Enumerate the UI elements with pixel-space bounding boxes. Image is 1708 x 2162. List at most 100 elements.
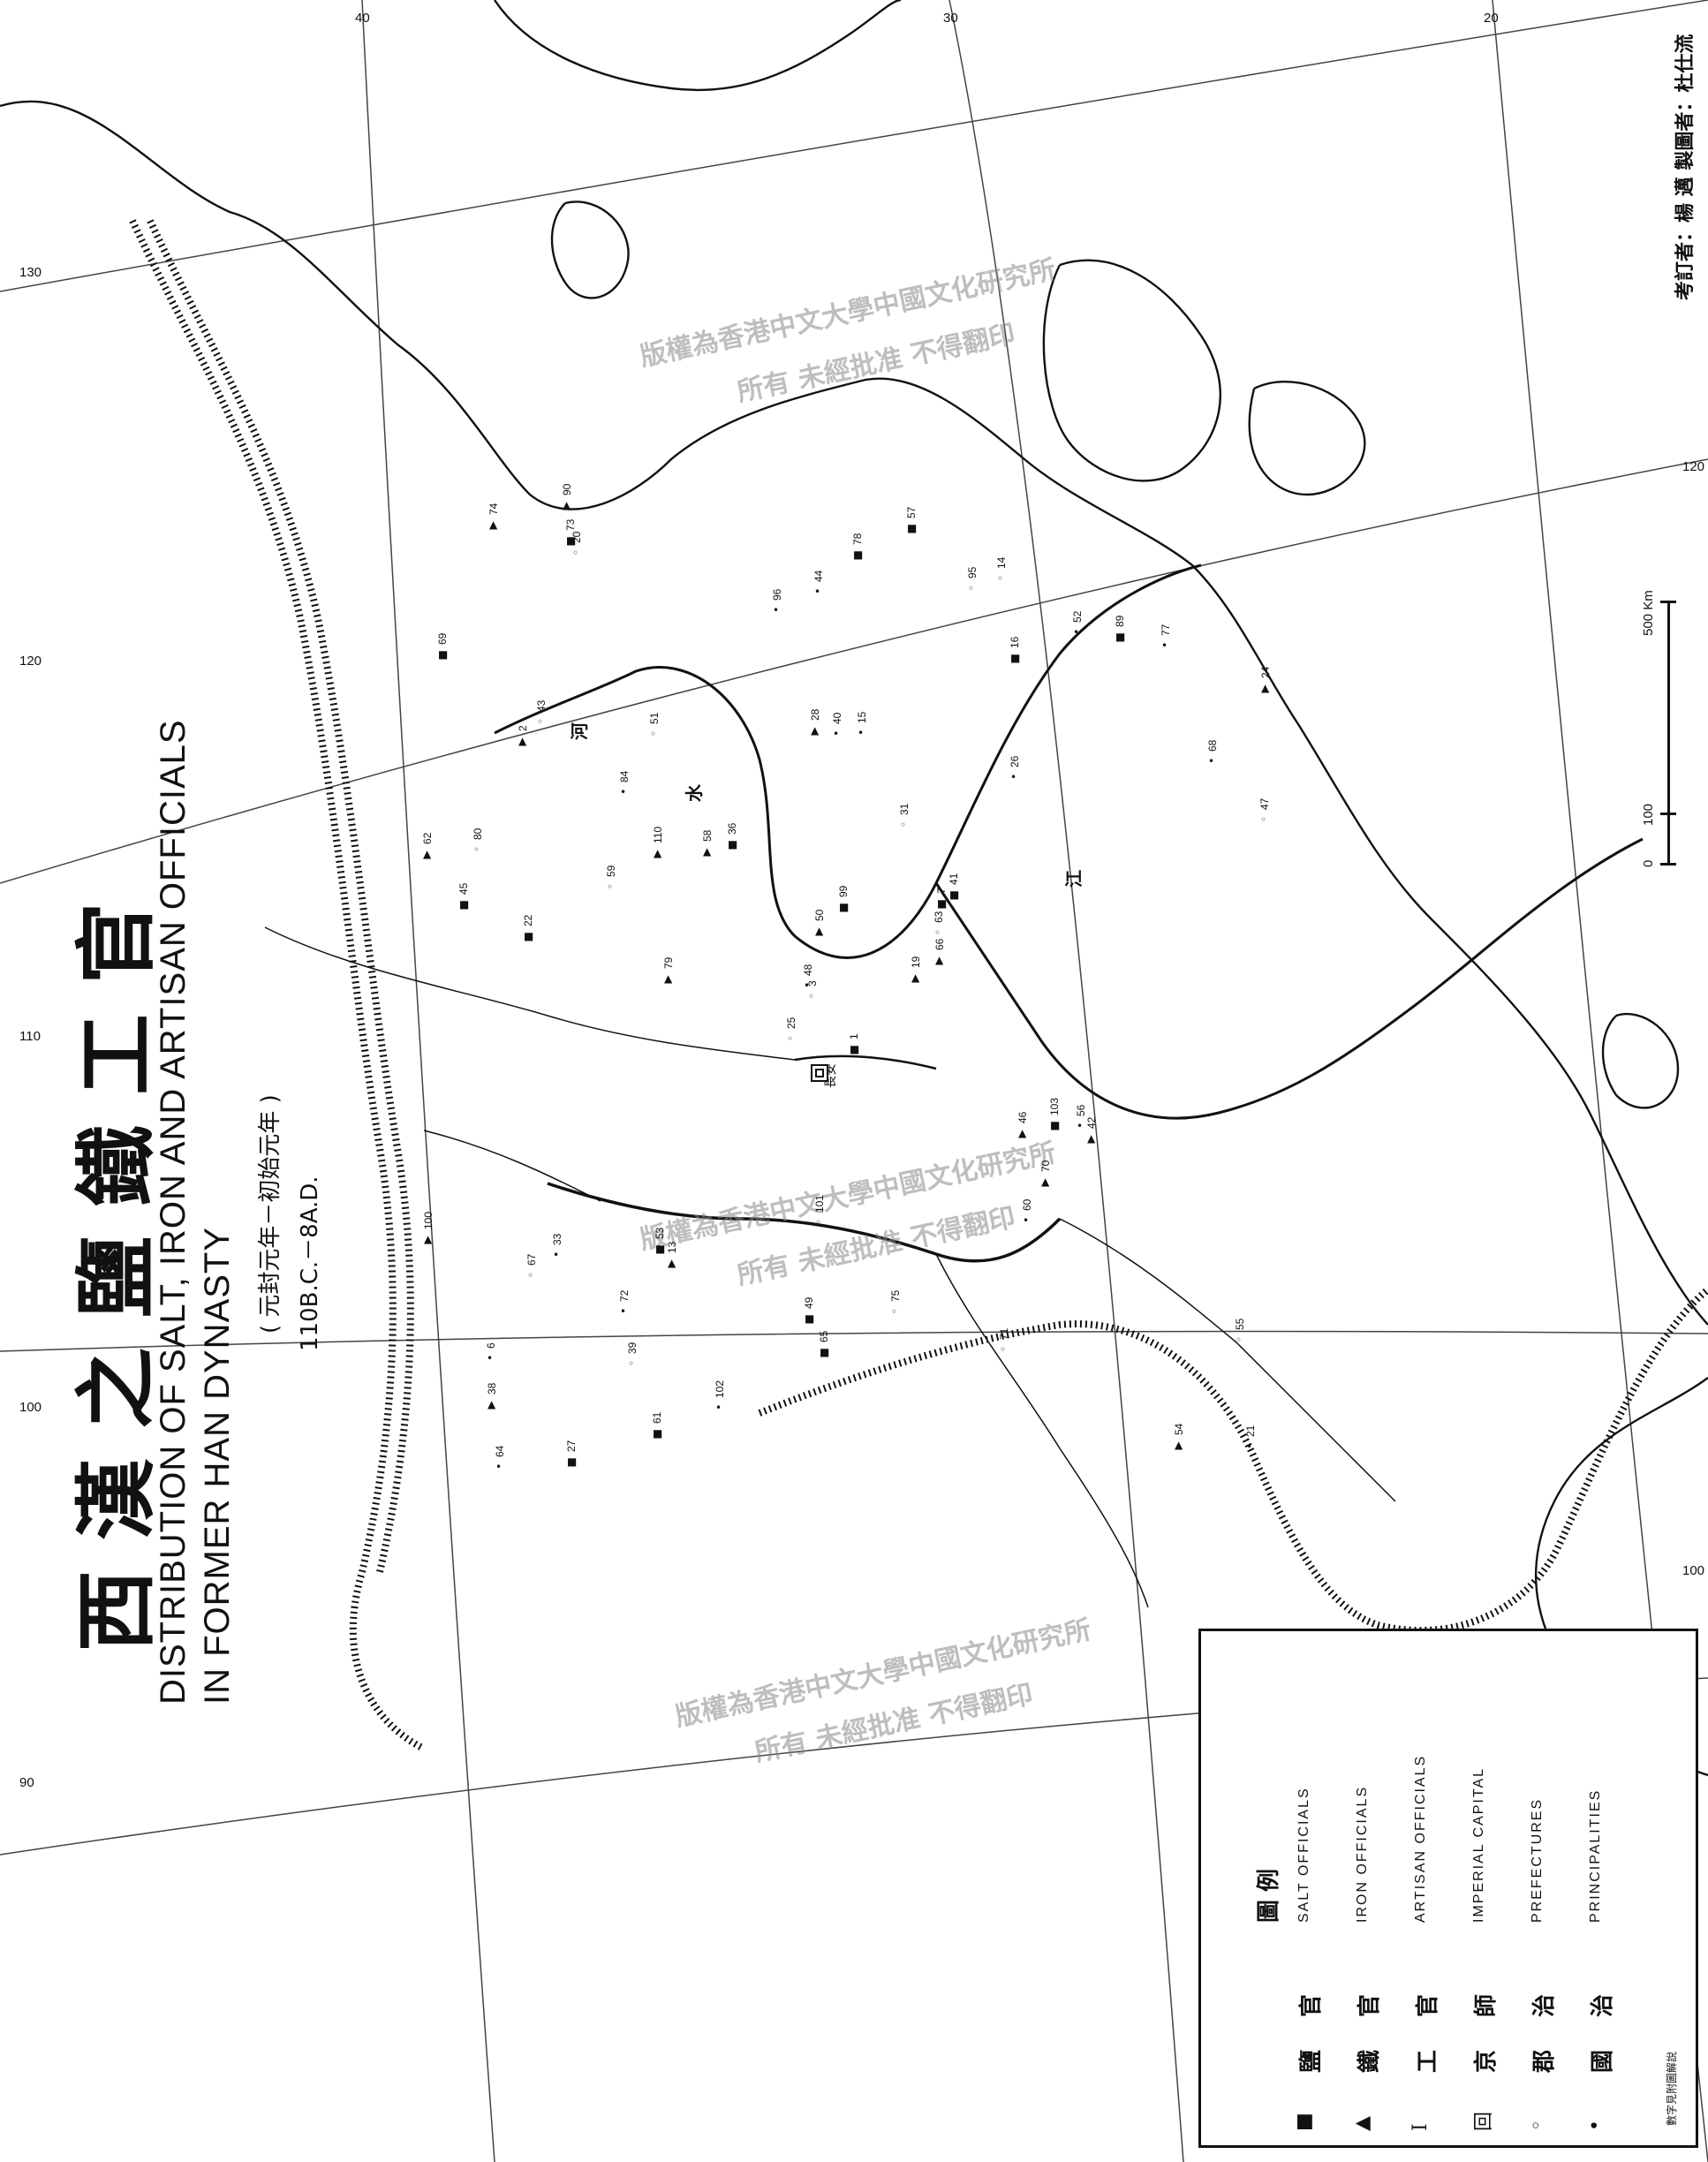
place-marker: ■: [459, 898, 470, 911]
place-marker: ■: [1010, 652, 1021, 664]
legend-chinese-3: 京 師: [1473, 1981, 1500, 2073]
rivers: [264, 563, 1644, 1608]
place-number-label: 41: [948, 873, 960, 885]
legend-symbol-4: ◦: [1526, 2120, 1548, 2131]
place-marker: ■: [566, 534, 577, 547]
place-marker: ◦: [787, 1032, 794, 1045]
place-marker: ▲: [1041, 1175, 1050, 1188]
great-wall: [129, 219, 1708, 1752]
place-number-label: 25: [785, 1017, 797, 1029]
place-marker: ■: [805, 1312, 815, 1325]
scale-label-100: 100: [1641, 803, 1656, 826]
place-number-label: 89: [1114, 615, 1126, 627]
place-number-label: 54: [1173, 1423, 1185, 1435]
place-number-label: 51: [648, 712, 661, 724]
era-dates: 110B.C.－8A.D.: [297, 1175, 323, 1351]
place-marker: ▲: [664, 972, 673, 985]
legend-footnote: 數字見附圖解說: [1666, 2051, 1678, 2126]
place-number-label: 63: [933, 911, 945, 923]
place-number-label: 49: [803, 1296, 815, 1309]
place-number-label: 61: [651, 1411, 663, 1424]
place-marker: ◦: [527, 1269, 534, 1281]
place-number-label: 71: [998, 1327, 1010, 1340]
place-marker: ◦: [1000, 1343, 1007, 1356]
place-marker: ■: [850, 1043, 860, 1055]
place-marker: ▲: [1018, 1127, 1027, 1139]
place-number-label: 100: [422, 1211, 435, 1229]
lon-label-120: 120: [19, 654, 42, 669]
place-marker: •: [814, 586, 821, 598]
place-number-label: 69: [436, 632, 449, 645]
lat-label-20: 20: [1484, 11, 1499, 26]
place-number-label: 16: [1009, 636, 1021, 648]
place-marker: ◦: [900, 819, 907, 831]
place-marker: ▲: [935, 954, 944, 966]
place-number-label: 79: [662, 956, 675, 969]
place-number-label: 31: [898, 803, 911, 815]
place-number-label: 68: [1206, 739, 1219, 752]
river-label: 河: [569, 722, 590, 740]
place-number-label: 64: [494, 1445, 506, 1457]
place-marker: •: [804, 979, 811, 992]
place-marker: ■: [937, 897, 948, 910]
place-marker: ◦: [808, 990, 815, 1002]
scale-bar: [1660, 601, 1678, 866]
legend-chinese-5: 國 治: [1590, 1981, 1616, 2073]
right-label-100: 100: [1682, 1563, 1705, 1578]
place-marker: ◦: [968, 582, 975, 594]
place-number-label: 21: [1244, 1425, 1257, 1437]
legend-english-2: ARTISAN OFFICIALS: [1413, 1754, 1428, 1923]
place-number-label: 39: [626, 1342, 639, 1354]
place-marker: ▲: [563, 499, 571, 511]
place-marker: ■: [1050, 1119, 1061, 1131]
legend-english-4: PREFECTURES: [1530, 1797, 1545, 1923]
legend-symbol-2: I: [1409, 2123, 1432, 2131]
place-number-label: 90: [561, 483, 573, 495]
place-number-label: 62: [421, 832, 434, 844]
place-number-label: 38: [486, 1382, 498, 1395]
place-number-label: 22: [522, 914, 534, 926]
place-marker: •: [1023, 1214, 1030, 1227]
place-number-label: 27: [565, 1440, 578, 1452]
place-marker: •: [1073, 626, 1080, 639]
place-marker: •: [1161, 639, 1168, 652]
place-marker: ■: [820, 1346, 830, 1358]
legend-symbol-0: ■: [1293, 2113, 1315, 2131]
place-marker: •: [495, 1461, 503, 1473]
legend-chinese-1: 鐵 官: [1357, 1981, 1383, 2073]
place-number-label: 66: [933, 938, 946, 950]
place-marker: ◦: [473, 843, 480, 856]
place-number-label: 14: [995, 556, 1008, 569]
legend-chinese-2: 工 官: [1415, 1981, 1441, 2073]
place-marker: •: [1077, 1120, 1084, 1132]
place-marker: ◦: [537, 715, 544, 728]
place-number-label: 70: [1039, 1160, 1052, 1172]
right-label-120: 120: [1682, 459, 1705, 474]
place-marker: ■: [839, 901, 850, 913]
place-number-label: 57: [905, 506, 918, 518]
place-marker: ■: [1115, 631, 1126, 643]
place-number-label: 40: [831, 712, 843, 724]
era-chinese: ( 元封元年－初始元年 ): [257, 1094, 283, 1334]
legend-symbol-1: ▲: [1351, 2116, 1373, 2131]
place-number-label: 58: [701, 829, 714, 842]
place-marker: •: [1246, 1440, 1253, 1453]
place-marker: ■: [567, 1455, 578, 1468]
place-number-label: 44: [812, 570, 825, 582]
place-number-label: 45: [457, 882, 470, 895]
place-marker: ◦: [650, 728, 657, 740]
coastline: [0, 0, 1708, 1777]
place-marker: ▲: [668, 1257, 676, 1269]
place-marker: ◦: [891, 1305, 898, 1318]
place-number-label: 52: [1071, 610, 1084, 623]
legend-symbol-3: 回: [1473, 2111, 1495, 2131]
place-number-label: 96: [771, 588, 783, 601]
place-number-label: 72: [618, 1289, 631, 1302]
place-number-label: 60: [1021, 1198, 1033, 1211]
place-number-label: 33: [551, 1233, 563, 1245]
place-number-label: 53: [654, 1227, 666, 1239]
place-marker: ■: [438, 648, 449, 661]
place-number-label: 110: [652, 826, 664, 843]
place-number-label: 101: [813, 1194, 826, 1213]
